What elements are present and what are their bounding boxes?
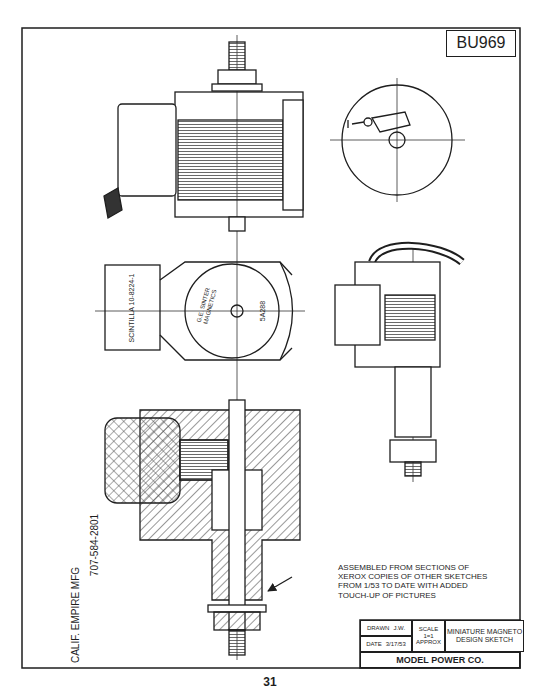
side-view: [105, 262, 293, 360]
date-cell: DATE 3/17/53: [360, 636, 412, 652]
end-view-stroke: [342, 85, 452, 195]
side-view-stroke: [105, 265, 160, 350]
side-view-stroke: [160, 335, 292, 360]
sheet-border-stroke: [22, 28, 520, 668]
box-text: MINIATURE MAGNETO DESIGN SKETCH: [446, 628, 523, 644]
section-view-stroke: [214, 612, 260, 630]
section-view-stroke: [268, 577, 292, 591]
top-view-stroke: [229, 217, 245, 231]
section-view-stroke: [212, 470, 230, 530]
end-view-stroke: [389, 132, 405, 148]
note: ASSEMBLED FROM SECTIONS OF XEROX COPIES …: [338, 563, 490, 600]
top-view-stroke: [229, 42, 245, 70]
box-text: 3/17/53: [386, 641, 406, 648]
box-text: APPROX: [416, 639, 441, 646]
box-text: BU969: [457, 34, 506, 52]
top-view-stroke: [283, 100, 303, 210]
right-view-stroke: [390, 440, 436, 462]
end-view-stroke: [372, 112, 410, 132]
center-line-stroke: [330, 140, 465, 141]
box-text: DRAWN: [367, 625, 389, 632]
top-view-stroke: [104, 188, 122, 218]
right-view-stroke: [385, 295, 435, 340]
phone-number: 707-584-2801: [89, 500, 101, 590]
end-view: [342, 85, 452, 195]
title-cell: MINIATURE MAGNETO DESIGN SKETCH: [445, 620, 524, 652]
end-view-stroke: [352, 122, 364, 124]
side-view-stroke: [185, 264, 279, 358]
right-view-stroke: [405, 462, 421, 476]
top-view: [104, 42, 303, 231]
scale-cell: SCALE1=1APPROX: [412, 620, 445, 652]
end-view-stroke: [364, 118, 372, 126]
side-view-stroke: [280, 262, 293, 360]
section-view-stroke: [229, 400, 245, 630]
right-view-stroke: [335, 285, 380, 345]
magnet-marking: G.E. SINTER MAGNETICS: [193, 277, 221, 335]
box-text: 1=1: [423, 633, 433, 640]
top-view-stroke: [118, 104, 176, 196]
section-view-stroke: [105, 418, 180, 503]
box-text: SCALE: [419, 626, 439, 633]
top-view-stroke: [218, 70, 256, 84]
page-number: 31: [255, 676, 285, 690]
right-view-stroke: [372, 246, 462, 262]
drawn-cell: DRAWN J.W.: [360, 620, 412, 636]
top-view-stroke: [178, 120, 283, 200]
magnet-part-number: 5A288: [259, 291, 267, 331]
side-view-stroke: [231, 305, 243, 317]
box-text: DATE: [366, 641, 382, 648]
box-text: J.W.: [393, 625, 405, 632]
right-view-stroke: [372, 246, 462, 262]
top-view-stroke: [212, 84, 262, 91]
end-view-stroke: [347, 120, 348, 128]
top-view-stroke: [175, 92, 303, 217]
section-view-stroke: [229, 630, 245, 655]
section-view-stroke: [244, 470, 262, 530]
maker-name: CALIF. EMPIRE MFG: [70, 555, 82, 675]
box-text: MODEL POWER CO.: [396, 655, 483, 665]
drawing-number-box: BU969: [446, 30, 516, 57]
section-view: [105, 400, 300, 655]
section-view-stroke: [208, 605, 266, 612]
center-line-stroke: [397, 78, 398, 202]
right-view-stroke: [395, 367, 431, 437]
company-cell: MODEL POWER CO.: [360, 652, 520, 668]
coil-marking: SCINTILLA 10-8224-1: [128, 272, 136, 344]
sheet-border: [22, 28, 520, 668]
right-view: [335, 246, 462, 476]
